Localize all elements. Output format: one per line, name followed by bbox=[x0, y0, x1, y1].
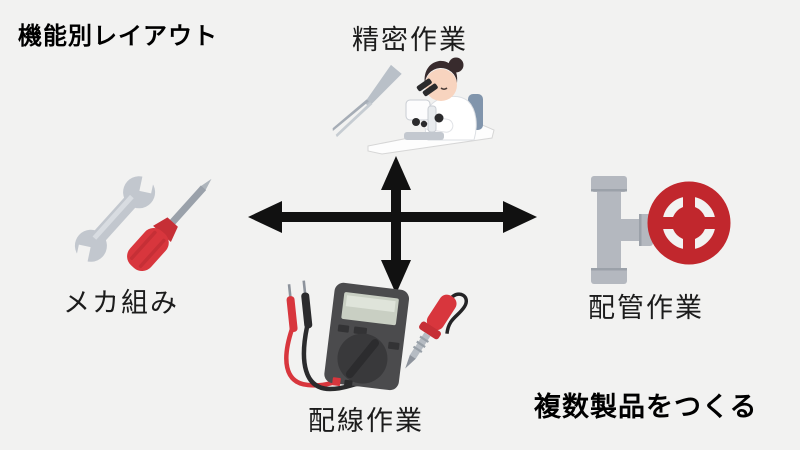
piping-illustration bbox=[575, 170, 735, 295]
label-piping-work: 配管作業 bbox=[588, 293, 704, 323]
wrench-icon bbox=[74, 172, 156, 266]
four-way-arrow-icon bbox=[248, 156, 537, 294]
label-precision-work: 精密作業 bbox=[352, 25, 468, 55]
pipe-tee-valve-wheel-icon bbox=[591, 176, 731, 284]
axes-cross-arrows bbox=[240, 150, 545, 300]
valve-handwheel-icon bbox=[647, 181, 731, 265]
diagram-title: 機能別レイアウト bbox=[18, 23, 218, 50]
screwdriver-icon bbox=[127, 178, 212, 272]
hair-bun bbox=[448, 57, 464, 73]
pipe-tee-icon bbox=[591, 176, 653, 284]
multimeter-icon bbox=[324, 282, 410, 391]
annotation-multiple-products: 複数製品をつくる bbox=[534, 392, 758, 422]
researcher-head bbox=[425, 69, 457, 101]
label-wiring-work: 配線作業 bbox=[308, 406, 424, 436]
wiring-illustration bbox=[272, 280, 472, 397]
precision-microscope-work-icon bbox=[332, 57, 495, 155]
multimeter-soldering-iron-icon bbox=[284, 280, 468, 392]
test-probes-icon bbox=[286, 280, 313, 333]
wrench-screwdriver-icon bbox=[74, 172, 212, 272]
label-mech-assembly: メカ組み bbox=[63, 288, 179, 318]
tweezers-icon bbox=[332, 64, 402, 138]
microscope-icon bbox=[404, 78, 444, 140]
mech-assembly-illustration bbox=[55, 163, 220, 275]
soldering-iron-icon bbox=[405, 292, 468, 369]
precision-work-illustration bbox=[320, 54, 500, 155]
